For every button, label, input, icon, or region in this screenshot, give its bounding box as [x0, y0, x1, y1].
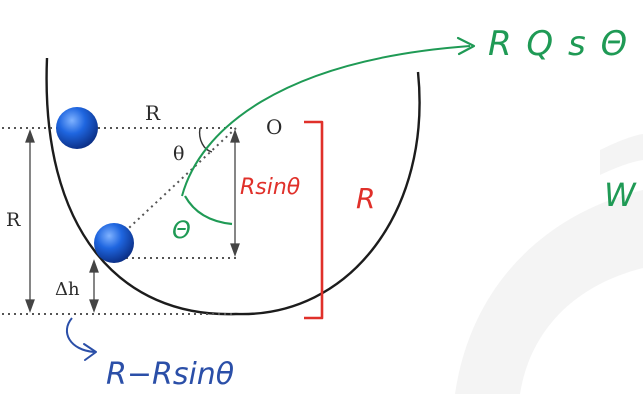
annotation-r-minus-r-sin-theta: R−Rsinθ: [106, 357, 234, 392]
annotation-r-sin-theta: Rsinθ: [240, 175, 301, 200]
label-radius-left: R: [6, 209, 21, 231]
label-delta-h: Δh: [55, 279, 80, 300]
red-bracket: [304, 120, 324, 320]
delta-h-arrow-head-down: [89, 299, 99, 313]
annotation-r-bracket: R: [356, 182, 375, 215]
left-r-arrow-head-up: [25, 129, 35, 143]
annotation-theta-green: Θ: [172, 216, 191, 244]
label-center-o: O: [266, 115, 282, 139]
annotation-r-cos-theta: R Q s Θ: [488, 24, 629, 64]
blue-curve-arrow: [66, 317, 95, 353]
center-arrow-head-down: [230, 243, 240, 257]
green-theta-arc: [184, 195, 233, 226]
green-curve-arrow: [181, 45, 471, 197]
ball-bottom: [94, 223, 134, 263]
theta-angle-arc: [198, 127, 213, 153]
green-arrow-head: [456, 36, 476, 56]
dimension-arrows: [25, 129, 240, 313]
left-r-arrow-head-down: [25, 299, 35, 313]
label-radius-top: R: [145, 101, 161, 125]
ball-top: [56, 107, 98, 149]
background-watermark: [455, 134, 643, 394]
delta-h-arrow-head-up: [89, 259, 99, 273]
dotted-guides: [2, 127, 237, 315]
label-theta-printed: θ: [173, 143, 184, 165]
blue-arrow-head: [83, 343, 97, 361]
bowl-arc: [45, 57, 421, 316]
center-arrow-head-up: [230, 129, 240, 143]
annotation-partial-word: W: [604, 176, 637, 214]
